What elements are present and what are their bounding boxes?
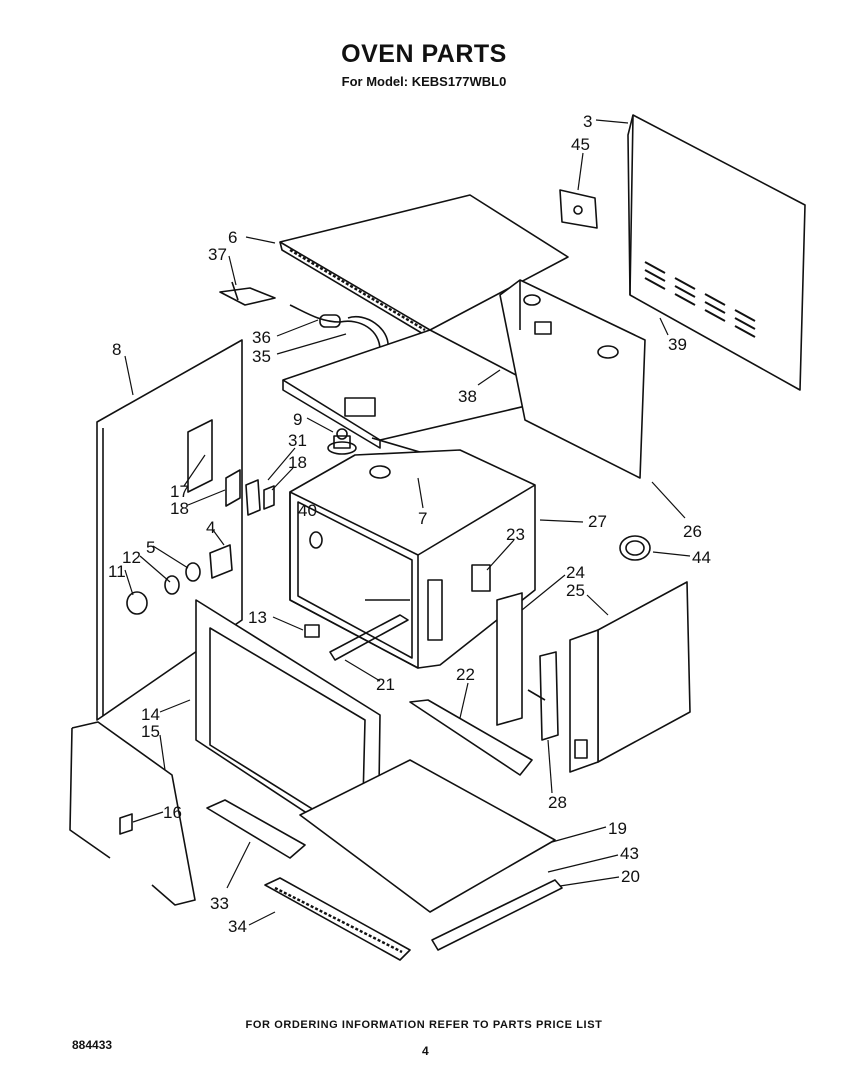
part-31-switch xyxy=(245,479,275,516)
callout-26: 26 xyxy=(683,522,702,541)
part-16-clip xyxy=(119,813,133,835)
part-9-sensor xyxy=(327,428,357,455)
callout-34: 34 xyxy=(228,917,247,936)
part-13-clip xyxy=(304,624,320,638)
part-11-knob xyxy=(126,591,148,615)
callout-15: 15 xyxy=(141,722,160,741)
part-19-bottom-panel xyxy=(299,759,556,913)
callout-9: 9 xyxy=(293,410,302,429)
callout-18b: 18 xyxy=(170,499,189,518)
part-44-gasket xyxy=(619,535,651,561)
page-number: 4 xyxy=(422,1044,429,1058)
callout-labels: 3 45 6 37 8 36 35 39 38 9 31 18 17 18 40… xyxy=(108,112,711,936)
callout-45: 45 xyxy=(571,135,590,154)
part-20-rail xyxy=(431,879,563,951)
callout-33: 33 xyxy=(210,894,229,913)
part-3-rear-panel xyxy=(627,114,806,391)
part-27-oven-cavity xyxy=(289,449,536,669)
callout-21: 21 xyxy=(376,675,395,694)
callout-37: 37 xyxy=(208,245,227,264)
callout-8: 8 xyxy=(112,340,121,359)
part-33-rail xyxy=(206,799,306,859)
part-34-bottom-strip xyxy=(264,877,411,961)
callout-35: 35 xyxy=(252,347,271,366)
callout-12: 12 xyxy=(122,548,141,567)
callout-44: 44 xyxy=(692,548,711,567)
callout-16: 16 xyxy=(163,803,182,822)
callout-24: 24 xyxy=(566,563,585,582)
callout-28: 28 xyxy=(548,793,567,812)
part-24-bracket xyxy=(496,592,523,726)
callout-14: 14 xyxy=(141,705,160,724)
callout-23: 23 xyxy=(506,525,525,544)
callout-3: 3 xyxy=(583,112,592,131)
callout-6: 6 xyxy=(228,228,237,247)
callout-25: 25 xyxy=(566,581,585,600)
callout-11: 11 xyxy=(108,562,126,581)
callout-22: 22 xyxy=(456,665,475,684)
callout-20: 20 xyxy=(621,867,640,886)
part-5-12-switch xyxy=(164,562,201,595)
callout-36: 36 xyxy=(252,328,271,347)
callout-18a: 18 xyxy=(288,453,307,472)
callout-5: 5 xyxy=(146,538,155,557)
callout-4: 4 xyxy=(206,518,215,537)
part-21-element xyxy=(329,614,409,661)
callout-13: 13 xyxy=(248,608,267,627)
ordering-note: FOR ORDERING INFORMATION REFER TO PARTS … xyxy=(245,1019,603,1031)
callout-43: 43 xyxy=(620,844,639,863)
callout-27: 27 xyxy=(588,512,607,531)
callout-39: 39 xyxy=(668,335,687,354)
part-4-control-bracket xyxy=(209,544,233,579)
callout-19: 19 xyxy=(608,819,627,838)
callout-7: 7 xyxy=(418,509,427,528)
part-26-side-panel xyxy=(499,279,646,479)
page-title: OVEN PARTS xyxy=(341,40,507,68)
part-25-panel xyxy=(569,581,691,773)
document-number: 884433 xyxy=(72,1038,113,1052)
callout-38: 38 xyxy=(458,387,477,406)
part-45-bracket xyxy=(559,189,598,229)
part-15-door-gasket xyxy=(69,721,196,906)
part-28-hinge xyxy=(527,651,559,741)
model-subtitle: For Model: KEBS177WBL0 xyxy=(341,74,507,89)
callout-31: 31 xyxy=(288,431,307,450)
part-37-bracket xyxy=(219,281,276,306)
part-22-rail xyxy=(409,699,533,776)
callout-17: 17 xyxy=(170,482,189,501)
callout-40: 40 xyxy=(298,501,317,520)
